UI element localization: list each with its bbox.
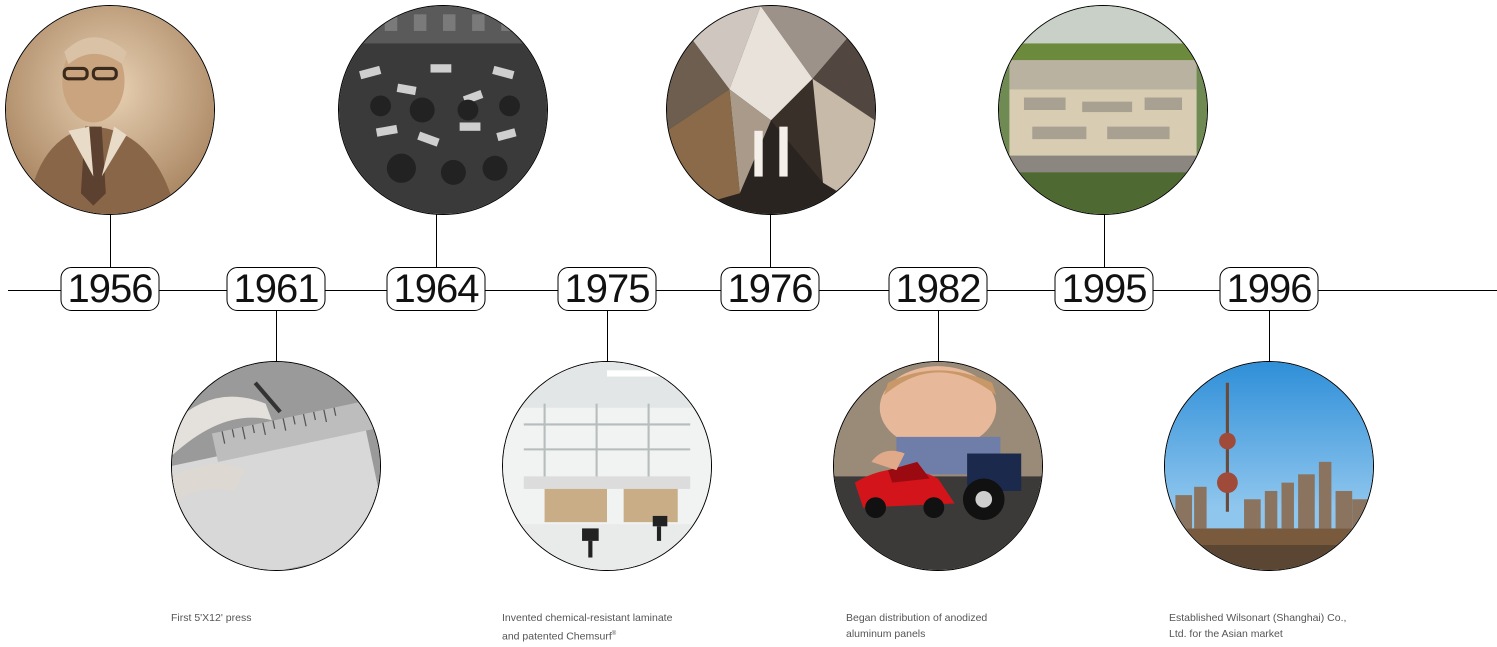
- year-label: 1975: [557, 267, 657, 311]
- connector-line: [770, 214, 771, 267]
- founder-portrait-image: [5, 5, 215, 215]
- year-label: 1976: [720, 267, 820, 311]
- connector-line: [938, 311, 939, 361]
- event-caption: Established Wilsonart (Shanghai) Co., Lt…: [1169, 610, 1346, 642]
- registered-mark: ®: [611, 631, 617, 637]
- connector-line: [436, 214, 437, 267]
- factory-aerial-image: [998, 5, 1208, 215]
- caption-line: and patented Chemsurf®: [502, 630, 617, 643]
- connector-line: [607, 311, 608, 361]
- year-label: 1964: [386, 267, 486, 311]
- connector-line: [110, 214, 111, 267]
- connector-line: [1269, 311, 1270, 361]
- year-label: 1982: [888, 267, 988, 311]
- year-label: 1996: [1219, 267, 1319, 311]
- laboratory-image: [502, 361, 712, 571]
- caption-line: aluminum panels: [846, 628, 926, 640]
- year-label: 1956: [60, 267, 160, 311]
- event-caption: Invented chemical-resistant laminate and…: [502, 610, 672, 645]
- caption-line: Established Wilsonart (Shanghai) Co.,: [1169, 612, 1347, 624]
- ruler-drawing-image: [171, 361, 381, 571]
- event-caption: Began distribution of anodized aluminum …: [846, 610, 987, 642]
- caption-line: Ltd. for the Asian market: [1169, 628, 1283, 640]
- caption-line: First 5'X12' press: [171, 612, 252, 624]
- connector-line: [276, 311, 277, 361]
- event-caption: First 5'X12' press: [171, 610, 251, 626]
- connector-line: [1104, 214, 1105, 267]
- child-toy-cars-image: [833, 361, 1043, 571]
- shanghai-skyline-image: [1164, 361, 1374, 571]
- trading-floor-image: [338, 5, 548, 215]
- year-label: 1961: [226, 267, 326, 311]
- caption-line: Invented chemical-resistant laminate: [502, 612, 673, 624]
- year-label: 1995: [1054, 267, 1154, 311]
- caption-line: Began distribution of anodized: [846, 612, 988, 624]
- metallic-ceiling-image: [666, 5, 876, 215]
